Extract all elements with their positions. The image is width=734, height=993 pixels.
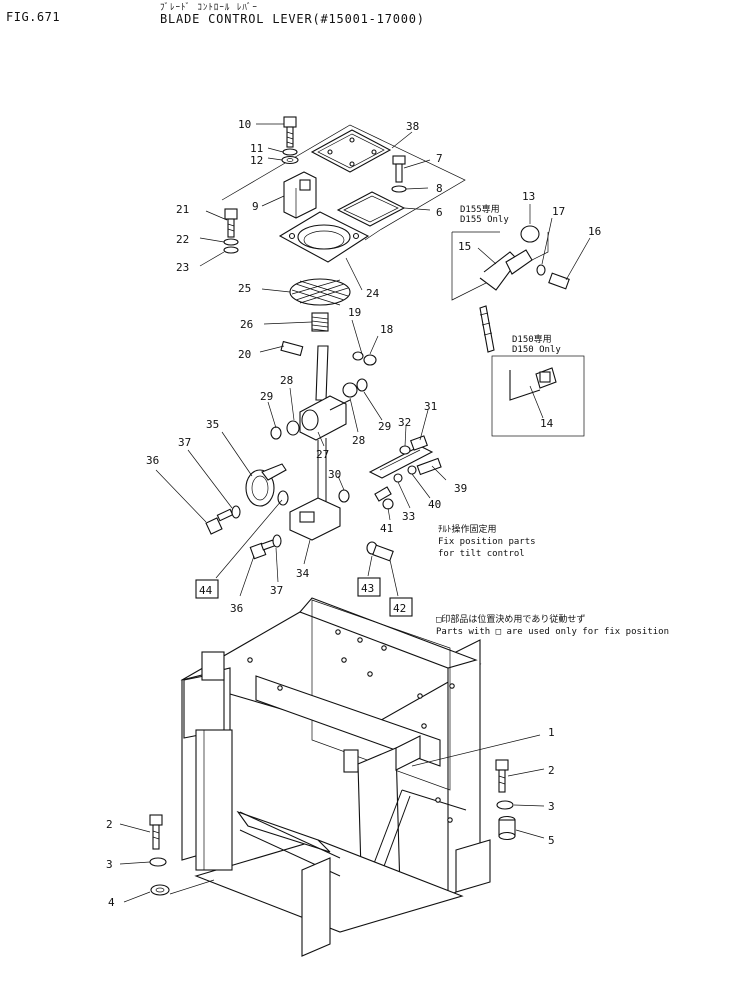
- callout-2-left: 2: [106, 818, 113, 831]
- callout-1: 1: [548, 726, 555, 739]
- lever-assembly: [270, 340, 377, 541]
- callout-42: 42: [393, 602, 406, 615]
- note-d155-en: D155 Only: [460, 215, 509, 225]
- clamp-group: [205, 463, 289, 560]
- callout-37-upper: 37: [178, 436, 191, 449]
- title-english: BLADE CONTROL LEVER(#15001-17000): [160, 12, 425, 26]
- callout-19: 19: [348, 306, 361, 319]
- callout-42-box: [389, 597, 413, 617]
- callout-12: 12: [250, 154, 263, 167]
- callout-35: 35: [206, 418, 219, 431]
- callout-28-upper: 28: [280, 374, 293, 387]
- callout-24: 24: [366, 287, 380, 300]
- boot-and-spring: [289, 278, 351, 332]
- callout-40: 40: [428, 498, 441, 511]
- note-tilt-jp: ﾁﾙﾄ操作固定用: [438, 523, 497, 535]
- note-d150-en: D150 Only: [512, 345, 561, 355]
- tilt-fix-parts: [338, 435, 442, 562]
- callout-8: 8: [436, 182, 443, 195]
- callout-7: 7: [436, 152, 443, 165]
- callout-31: 31: [424, 400, 437, 413]
- callout-11: 11: [250, 142, 263, 155]
- callout-29-right: 29: [378, 420, 391, 433]
- callout-18: 18: [380, 323, 393, 336]
- callout-16: 16: [588, 225, 601, 238]
- callout-15: 15: [458, 240, 471, 253]
- callout-labels: 10 11 12 38 7 8 9 6 21 22 23 24 25 26 13…: [106, 118, 601, 909]
- figure-number: FIG.671: [6, 10, 61, 24]
- callout-38: 38: [406, 120, 419, 133]
- leader-lines: [119, 123, 591, 903]
- callout-32: 32: [398, 416, 411, 429]
- callout-30: 30: [328, 468, 341, 481]
- callout-33: 33: [402, 510, 415, 523]
- callout-3-right: 3: [548, 800, 555, 813]
- note-tilt-en-2: for tilt control: [438, 549, 525, 559]
- callout-34: 34: [296, 567, 310, 580]
- note-d155-jp: D155専用: [460, 203, 500, 215]
- callout-27: 27: [316, 448, 329, 461]
- callout-5: 5: [548, 834, 555, 847]
- callout-26: 26: [240, 318, 253, 331]
- callout-25: 25: [238, 282, 251, 295]
- lever-option-d150: [491, 355, 585, 437]
- callout-41: 41: [380, 522, 393, 535]
- callout-3-left: 3: [106, 858, 113, 871]
- note-d150-jp: D150専用: [512, 333, 552, 345]
- callout-23: 23: [176, 261, 189, 274]
- callout-39: 39: [454, 482, 467, 495]
- bottom-hardware: [149, 759, 516, 896]
- callout-44-box: [195, 579, 219, 599]
- top-cover-group: [221, 116, 466, 263]
- title-japanese: ﾌﾞﾚｰﾄﾞ ｺﾝﾄﾛｰﾙ ﾚﾊﾞｰ: [160, 3, 258, 13]
- callout-43-box: [357, 577, 381, 597]
- frame: [180, 597, 541, 957]
- callout-14: 14: [540, 417, 554, 430]
- lever-option-d155: [451, 225, 570, 353]
- callout-17: 17: [552, 205, 565, 218]
- note-tilt-en-1: Fix position parts: [438, 537, 536, 547]
- notes: D155専用 D155 Only D150専用 D150 Only ﾁﾙﾄ操作固…: [436, 203, 669, 637]
- callout-29-left: 29: [260, 390, 273, 403]
- callout-2-right: 2: [548, 764, 555, 777]
- callout-10: 10: [238, 118, 251, 131]
- callout-9: 9: [252, 200, 259, 213]
- callout-44: 44: [199, 584, 213, 597]
- callout-37-lower: 37: [270, 584, 283, 597]
- callout-22: 22: [176, 233, 189, 246]
- callout-4: 4: [108, 896, 115, 909]
- callout-13: 13: [522, 190, 535, 203]
- callout-36-upper: 36: [146, 454, 159, 467]
- callout-20: 20: [238, 348, 251, 361]
- callout-36-lower: 36: [230, 602, 243, 615]
- callout-21: 21: [176, 203, 189, 216]
- callout-43: 43: [361, 582, 374, 595]
- note-fix-en: Parts with □ are used only for fix posit…: [436, 627, 669, 637]
- callout-6: 6: [436, 206, 443, 219]
- callout-28-lower: 28: [352, 434, 365, 447]
- note-fix-jp: □印部品は位置決め用であり従動せず: [436, 613, 585, 625]
